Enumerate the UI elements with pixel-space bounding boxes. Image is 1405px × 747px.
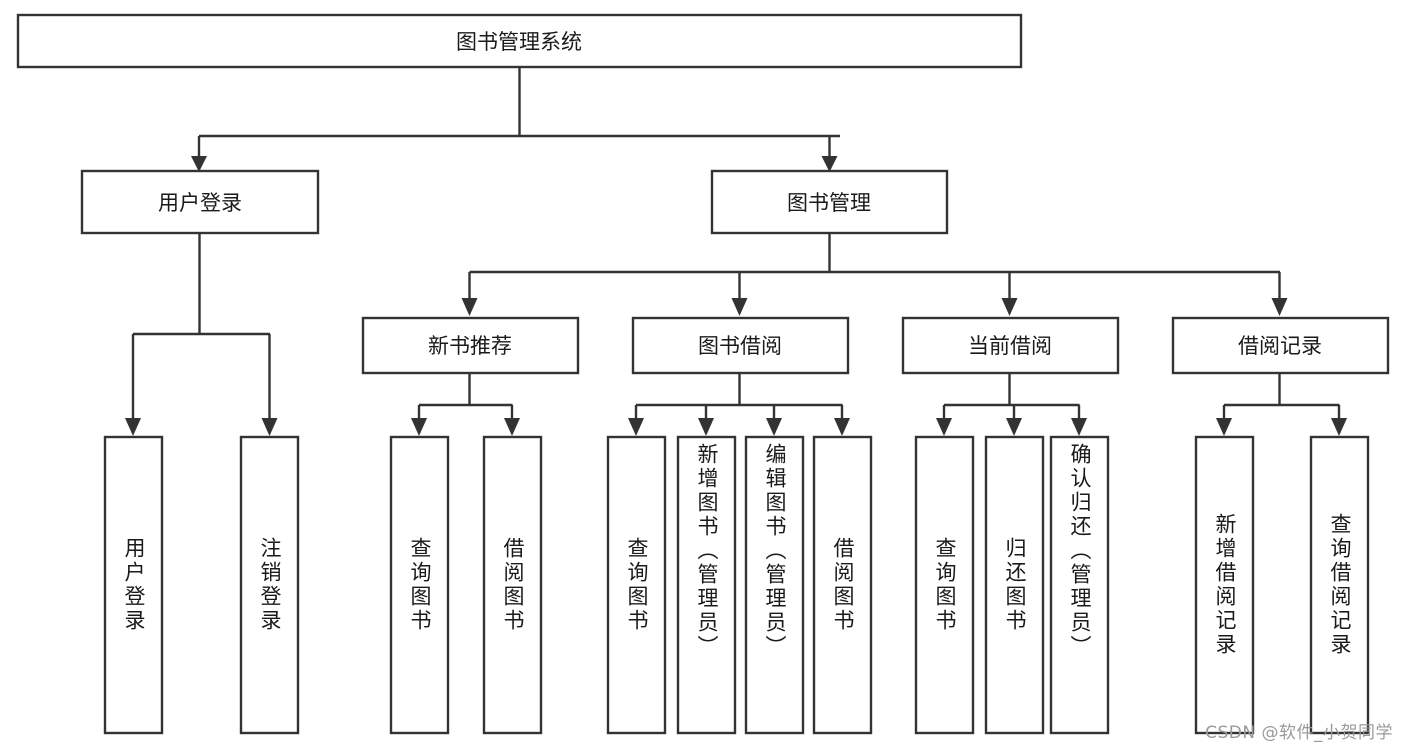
arrowhead-borrow-leaf-2 — [698, 418, 714, 436]
label-root: 图书管理系统 — [456, 30, 582, 54]
watermark: CSDN @软件_小贺同学 — [1205, 723, 1393, 743]
arrowhead-borrow-records — [1271, 298, 1288, 316]
arrowhead-book-borrow — [731, 298, 748, 316]
arrowhead-new-book-recommend — [461, 298, 478, 316]
label-borrow-records: 借阅记录 — [1238, 334, 1322, 358]
connector-layer — [125, 68, 1347, 436]
node-book-management[interactable] — [710, 169, 949, 235]
arrowhead-recommend-leaf-1 — [411, 418, 427, 436]
node-current-borrow[interactable] — [901, 316, 1120, 375]
arrowhead-records-leaf-1 — [1216, 418, 1232, 436]
arrowhead-current-borrow — [1001, 298, 1018, 316]
leaf-box-borrow-query[interactable] — [606, 435, 667, 735]
leaf-box-records-add[interactable] — [1194, 435, 1255, 735]
node-borrow-records[interactable] — [1171, 316, 1390, 375]
arrowhead-borrow-leaf-4 — [834, 418, 850, 436]
leaf-box-recommend-query[interactable] — [389, 435, 450, 735]
leaf-box-logout[interactable] — [239, 435, 300, 735]
leaf-box-records-query[interactable] — [1309, 435, 1370, 735]
leaf-box-current-query[interactable] — [914, 435, 975, 735]
leaf-box-borrow-edit[interactable] — [744, 435, 805, 735]
leaf-box-user-login[interactable] — [103, 435, 164, 735]
arrowhead-borrow-leaf-1 — [628, 418, 644, 436]
label-new-book-recommend: 新书推荐 — [428, 334, 512, 358]
label-current-borrow: 当前借阅 — [968, 334, 1052, 358]
arrowhead-recommend-leaf-2 — [504, 418, 520, 436]
arrowhead-current-leaf-2 — [1006, 418, 1022, 436]
arrowhead-user-login — [191, 156, 207, 172]
arrowhead-book-mgmt — [821, 156, 838, 172]
node-new-book-recommend[interactable] — [361, 316, 580, 375]
leaf-box-current-confirm[interactable] — [1049, 435, 1110, 735]
label-user-login: 用户登录 — [158, 191, 242, 215]
label-layer: 图书管理系统 用户登录 图书管理 新书推荐 图书借阅 当前借阅 借阅记录 — [158, 30, 1322, 358]
arrowhead-current-leaf-3 — [1071, 418, 1087, 436]
box-layer — [16, 13, 1390, 735]
leaf-box-borrow-add[interactable] — [676, 435, 737, 735]
label-book-borrow: 图书借阅 — [698, 334, 782, 358]
arrowhead-leaf-logout — [261, 418, 278, 436]
node-user-login[interactable] — [80, 169, 320, 235]
leaf-box-borrow-lend[interactable] — [812, 435, 873, 735]
node-book-borrow[interactable] — [631, 316, 850, 375]
arrowhead-leaf-user-login — [125, 418, 141, 436]
leaf-box-recommend-borrow[interactable] — [482, 435, 543, 735]
arrowhead-borrow-leaf-3 — [766, 418, 782, 436]
leaf-box-current-return[interactable] — [984, 435, 1045, 735]
arrowhead-records-leaf-2 — [1331, 418, 1347, 436]
arrowhead-current-leaf-1 — [936, 418, 952, 436]
node-root[interactable] — [16, 13, 1023, 69]
label-book-management: 图书管理 — [787, 191, 871, 215]
